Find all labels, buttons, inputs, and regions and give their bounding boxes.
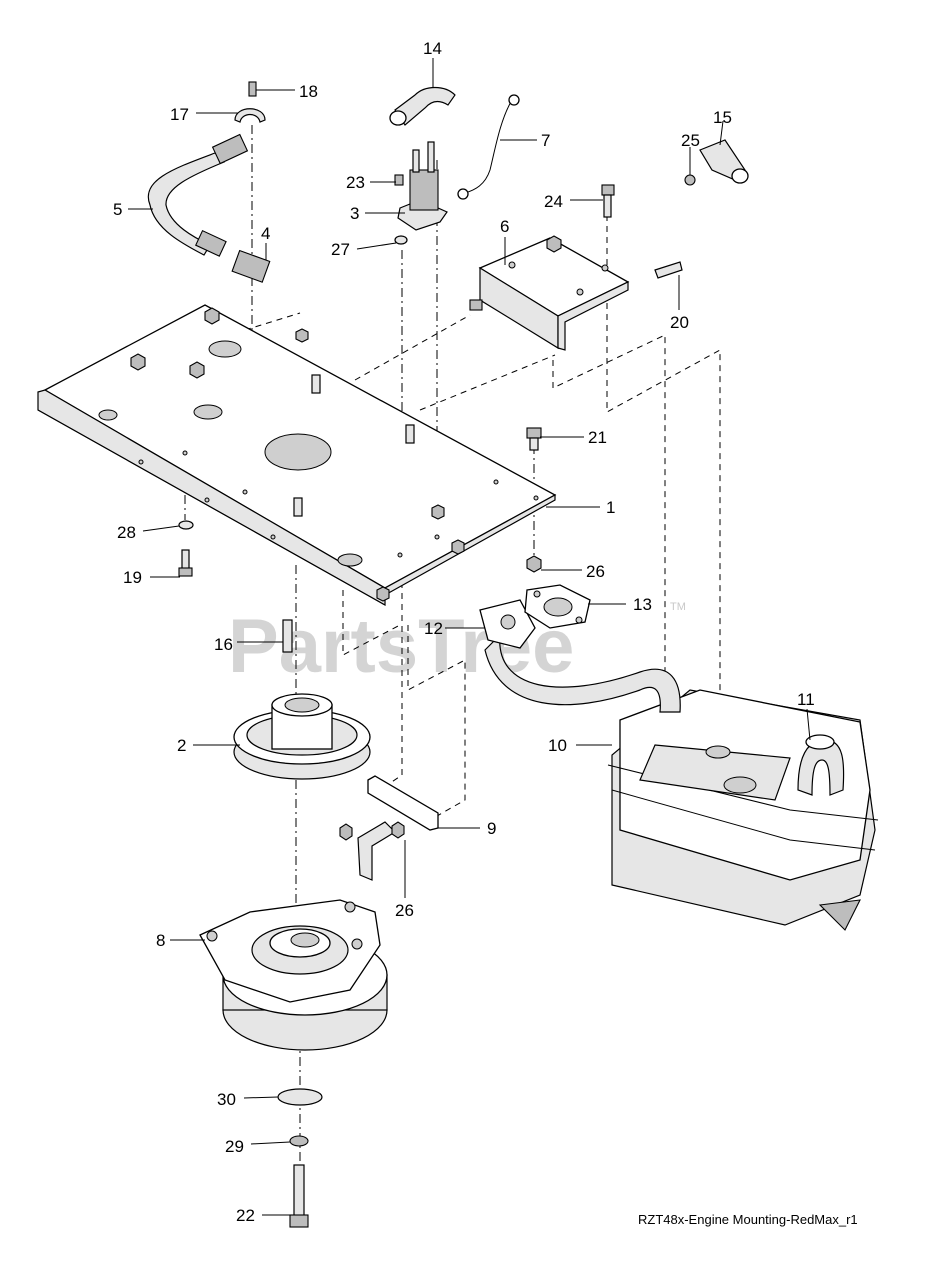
callout-26b: 26: [395, 901, 414, 920]
watermark-tm: TM: [670, 601, 686, 613]
callout-12: 12: [424, 619, 443, 638]
part-8-clutch: [199, 899, 388, 1051]
part-14-boot: [389, 86, 456, 126]
part-3-solenoid: [397, 141, 448, 231]
callout-11: 11: [797, 690, 815, 709]
callout-24: 24: [544, 192, 563, 211]
callout-13: 13: [633, 595, 652, 614]
callout-8: 8: [156, 931, 165, 950]
callout-17: 17: [170, 105, 189, 124]
part-10-muffler: [607, 689, 879, 931]
part-15-boot: [699, 139, 749, 184]
part-9-bracket: [339, 775, 439, 881]
part-4-fitting: [231, 249, 271, 283]
callout-21: 21: [588, 428, 607, 447]
callout-18: 18: [299, 82, 318, 101]
part-12-exhaust-pipe: [479, 599, 681, 713]
callout-19: 19: [123, 568, 142, 587]
leader-lines: [128, 58, 811, 1216]
callout-14: 14: [423, 39, 442, 58]
callout-10: 10: [548, 736, 567, 755]
callout-5: 5: [113, 200, 122, 219]
part-5-hose: [147, 133, 249, 257]
part-7-wire: [457, 94, 520, 200]
callout-2: 2: [177, 736, 186, 755]
callout-16: 16: [214, 635, 233, 654]
part-6-bracket: [469, 235, 630, 351]
callout-23: 23: [346, 173, 365, 192]
callout-22: 22: [236, 1206, 255, 1225]
part-2-pulley: [233, 693, 371, 780]
callout-27: 27: [331, 240, 350, 259]
callout-28: 28: [117, 523, 136, 542]
part-1-mounting-plate: [37, 304, 557, 607]
callout-1: 1: [606, 498, 615, 517]
diagram-caption: RZT48x-Engine Mounting-RedMax_r1: [638, 1212, 858, 1227]
part-11-outlet: [797, 734, 845, 796]
callout-25: 25: [681, 131, 700, 150]
callout-29: 29: [225, 1137, 244, 1156]
callout-20: 20: [670, 313, 689, 332]
callout-30: 30: [217, 1090, 236, 1109]
callout-9: 9: [487, 819, 496, 838]
callout-15: 15: [713, 108, 732, 127]
part-13-gasket: [524, 584, 591, 629]
callout-7: 7: [541, 131, 550, 150]
hardware: [178, 81, 696, 1228]
callout-6: 6: [500, 217, 509, 236]
callouts: 1 2 3 4 5 6 7 8 9 10 11 12 13 14 15 16 1…: [113, 39, 815, 1225]
callout-26a: 26: [586, 562, 605, 581]
callout-3: 3: [350, 204, 359, 223]
callout-4: 4: [261, 224, 270, 243]
